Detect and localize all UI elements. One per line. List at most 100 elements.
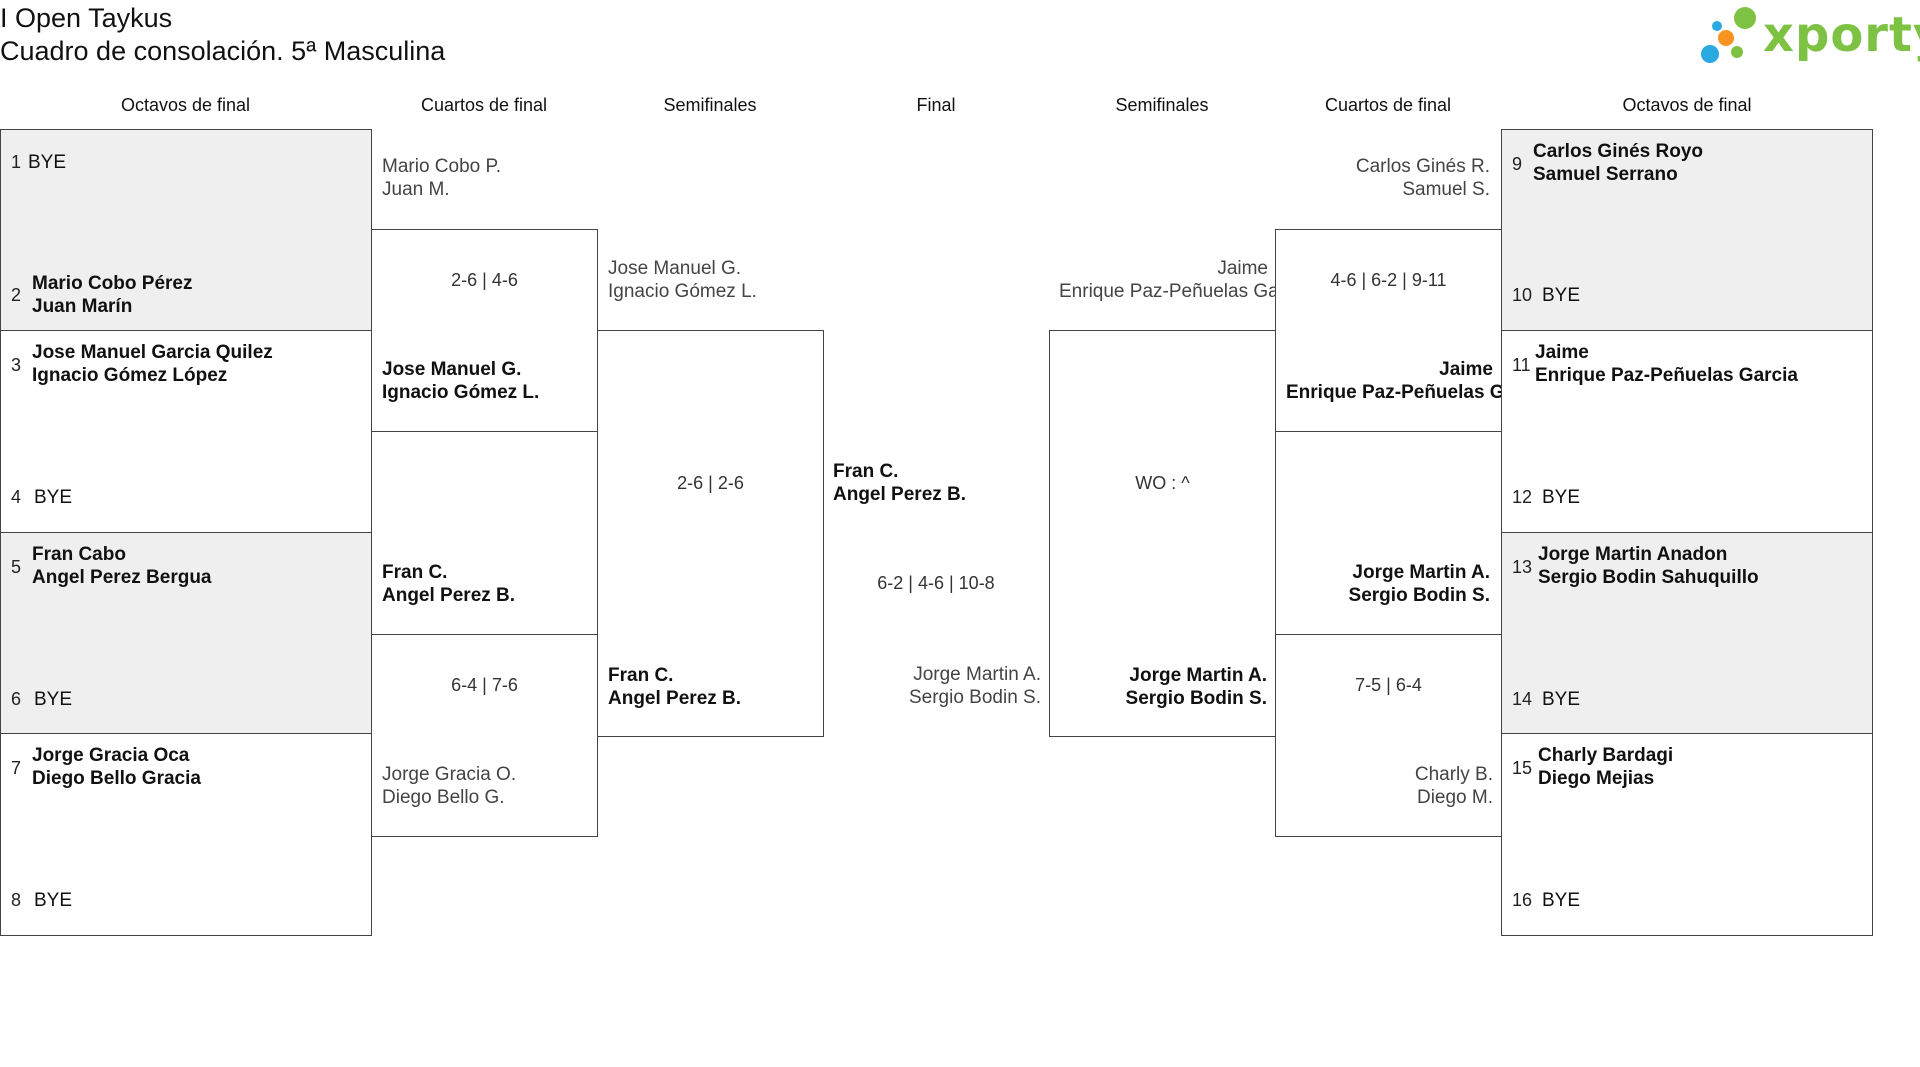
seed-number: 16	[1512, 890, 1533, 910]
seed-number: 12	[1512, 487, 1533, 507]
xporty-logo[interactable]: xporty	[1695, 5, 1920, 70]
header-r16-left: Octavos de final	[120, 95, 251, 115]
winner-player: Fran C.	[608, 665, 674, 686]
qf-right-1-top-player: Samuel S.	[1402, 179, 1490, 200]
qf-right-match-2[interactable]: 7-5 | 6-4 Charly B. Diego M.	[1275, 634, 1502, 837]
r16-match-7[interactable]: 13 Jorge Martin Anadon Sergio Bodin Sahu…	[1501, 532, 1873, 734]
qf-left-2-top-player: Angel Perez B.	[382, 585, 516, 606]
final-match[interactable]: Fran C. Angel Perez B. 6-2 | 4-6 | 10-8 …	[823, 330, 1049, 737]
player-name: Ignacio Gómez López	[32, 365, 228, 386]
player-name: Jaime	[1535, 342, 1589, 363]
seed-number: 8	[11, 890, 22, 910]
qf-left-2-top-player: Fran C.	[382, 562, 448, 583]
match-score: 2-6 | 4-6	[451, 270, 518, 290]
seed-number: 1	[11, 152, 22, 172]
draw-subtitle: Cuadro de consolación. 5ª Masculina	[0, 36, 446, 66]
sf-left-match[interactable]: 2-6 | 2-6 Fran C. Angel Perez B.	[597, 330, 824, 737]
qf-left-1-top-player: Mario Cobo P.	[382, 156, 501, 177]
player-name: Jose Manuel Garcia Quilez	[32, 342, 273, 363]
qf-right-2-top-player: Sergio Bodin S.	[1348, 585, 1490, 606]
player-name: Jorge Martin Anadon	[1538, 544, 1728, 565]
player-name: Angel Perez Bergua	[32, 567, 212, 588]
seed-number: 11	[1512, 355, 1531, 375]
seed-number: 14	[1512, 689, 1533, 709]
final-score: 6-2 | 4-6 | 10-8	[877, 573, 995, 593]
seed-number: 7	[11, 758, 22, 778]
seed-number: 5	[11, 557, 22, 577]
player-name: Charly Bardagi	[1538, 745, 1674, 766]
seed-number: 4	[11, 487, 22, 507]
sf-right-match[interactable]: WO : ^ Jorge Martin A. Sergio Bodin S.	[1049, 330, 1276, 737]
match-score: 7-5 | 6-4	[1355, 675, 1422, 695]
match-score: 6-4 | 7-6	[451, 675, 518, 695]
loser-player: Jaime	[1217, 258, 1268, 279]
player-name: Diego Bello Gracia	[32, 768, 201, 789]
sf-right-top-team: Jaime Enrique Paz-Peñuelas Garcia	[1049, 250, 1276, 310]
champion-player: Fran C.	[833, 461, 899, 482]
seed-number: 15	[1512, 758, 1533, 778]
loser-player: Diego Bello G.	[382, 787, 505, 808]
header-sf-left: Semifinales	[663, 95, 757, 115]
r16-match-3[interactable]: 5 Fran Cabo Angel Perez Bergua 6 BYE	[0, 532, 372, 734]
match-score: 4-6 | 6-2 | 9-11	[1330, 270, 1447, 290]
champion-player: Angel Perez B.	[833, 484, 967, 505]
team-name: BYE	[1542, 890, 1581, 911]
qf-left-match-2[interactable]: 6-4 | 7-6 Jorge Gracia O. Diego Bello G.	[371, 634, 598, 837]
header-r16-right: Octavos de final	[1622, 95, 1752, 115]
qf-left-match-1[interactable]: 2-6 | 4-6 Jose Manuel G. Ignacio Gómez L…	[371, 229, 598, 432]
brand-name: xporty	[1763, 7, 1920, 63]
r16-match-5[interactable]: 9 Carlos Ginés Royo Samuel Serrano 10 BY…	[1501, 129, 1873, 331]
loser-player: Enrique Paz-Peñuelas Garcia	[1059, 281, 1276, 302]
loser-player: Diego M.	[1416, 787, 1493, 808]
loser-player: Charly B.	[1414, 764, 1493, 785]
r16-match-4[interactable]: 7 Jorge Gracia Oca Diego Bello Gracia 8 …	[0, 733, 372, 936]
runner-up-player: Sergio Bodin S.	[908, 687, 1041, 708]
header-qf-right: Cuartos de final	[1324, 95, 1452, 115]
player-name: Diego Mejias	[1538, 768, 1655, 789]
team-name: BYE	[1542, 689, 1581, 710]
qf-right-match-1[interactable]: 4-6 | 6-2 | 9-11 Jaime Enrique Paz-Peñue…	[1275, 229, 1502, 432]
player-name: Enrique Paz-Peñuelas Garcia	[1535, 365, 1798, 386]
qf-left-1-top-player: Juan M.	[382, 179, 450, 200]
header-final: Final	[916, 95, 956, 115]
winner-player: Ignacio Gómez L.	[382, 382, 540, 403]
tournament-title: I Open Taykus	[0, 3, 173, 33]
sf-left-top-player: Jose Manuel G.	[608, 258, 742, 279]
player-name: Jorge Gracia Oca	[32, 745, 190, 766]
winner-player: Sergio Bodin S.	[1125, 688, 1267, 709]
r16-match-1[interactable]: 1 BYE 2 Mario Cobo Pérez Juan Marín	[0, 129, 372, 331]
header-qf-left: Cuartos de final	[420, 95, 548, 115]
r16-match-8[interactable]: 15 Charly Bardagi Diego Mejias 16 BYE	[1501, 733, 1873, 936]
player-name: Fran Cabo	[32, 544, 126, 565]
winner-player: Jorge Martin A.	[1129, 665, 1267, 686]
xporty-logo-icon	[1701, 7, 1756, 63]
seed-number: 13	[1512, 557, 1533, 577]
match-score: WO : ^	[1135, 473, 1190, 493]
runner-up-player: Jorge Martin A.	[913, 664, 1041, 685]
winner-player: Jose Manuel G.	[382, 359, 522, 380]
winner-player: Angel Perez B.	[608, 688, 742, 709]
r16-match-6[interactable]: 11 Jaime Enrique Paz-Peñuelas Garcia 12 …	[1501, 330, 1873, 533]
seed-number: 3	[11, 355, 22, 375]
player-name: Mario Cobo Pérez	[32, 273, 193, 294]
player-name: Samuel Serrano	[1533, 164, 1678, 185]
winner-player: Enrique Paz-Peñuelas Garcia	[1286, 382, 1501, 403]
seed-number: 6	[11, 689, 22, 709]
seed-number: 9	[1512, 154, 1523, 174]
team-name: BYE	[28, 152, 67, 173]
r16-match-2[interactable]: 3 Jose Manuel Garcia Quilez Ignacio Góme…	[0, 330, 372, 533]
team-name: BYE	[34, 689, 73, 710]
seed-number: 10	[1512, 285, 1533, 305]
player-name: Carlos Ginés Royo	[1533, 141, 1703, 162]
team-name: BYE	[1542, 487, 1581, 508]
team-name: BYE	[34, 487, 73, 508]
loser-player: Jorge Gracia O.	[382, 764, 517, 785]
qf-right-2-top-player: Jorge Martin A.	[1352, 562, 1490, 583]
player-name: Sergio Bodin Sahuquillo	[1538, 567, 1759, 588]
match-score: 2-6 | 2-6	[677, 473, 744, 493]
winner-player: Jaime	[1439, 359, 1493, 380]
player-name: Juan Marín	[32, 296, 133, 317]
qf-right-1-top-player: Carlos Ginés R.	[1355, 156, 1490, 177]
seed-number: 2	[11, 285, 22, 305]
team-name: BYE	[1542, 285, 1581, 306]
